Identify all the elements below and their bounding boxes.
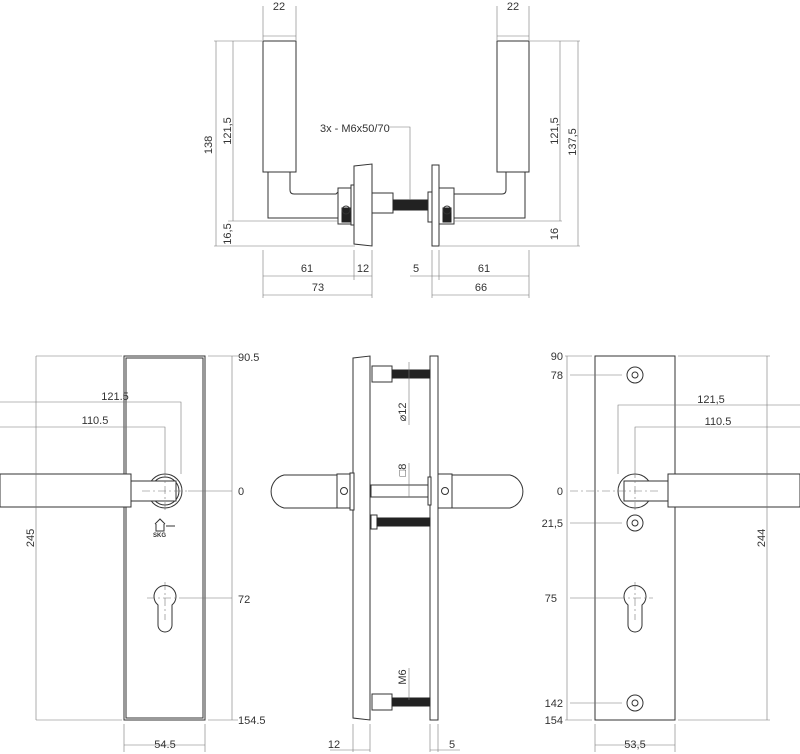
dim-right-reach: 61: [478, 263, 490, 275]
dim-right-offset: 16: [549, 228, 561, 240]
dim-right-height-total: 137,5: [567, 128, 579, 156]
side-handle-right: [427, 473, 524, 509]
skg-mark: SKG: [153, 518, 175, 539]
dim-left-offset: 16,5: [222, 223, 234, 244]
dim-left-total: 73: [312, 282, 324, 294]
dim-bottom-screw-right: 142: [545, 698, 563, 710]
dim-screw-thread: M6: [397, 669, 409, 684]
screw-hole-middle: [626, 514, 644, 532]
dim-bottom-right: 154: [545, 715, 563, 727]
dim-left-height-total: 138: [203, 136, 215, 154]
dim-inner-plate-thickness: 5: [449, 739, 455, 751]
dim-middle-screw-right: 21,5: [542, 518, 563, 530]
dim-left-diameter: 22: [273, 1, 285, 13]
top-view: 22 22 138 121,5 16,5 121,5 137,5 16 3x -…: [203, 1, 580, 298]
dim-top-left: 90.5: [238, 352, 259, 364]
dim-spindle-size: □8: [397, 464, 409, 477]
dim-plate-height-left: 245: [25, 529, 37, 547]
screw-thread: [392, 199, 432, 211]
dim-top-right: 90: [551, 351, 563, 363]
dim-right-height-grip: 121,5: [549, 117, 561, 145]
dim-right-diameter: 22: [507, 1, 519, 13]
skg-mark-label: SKG: [153, 533, 166, 539]
dim-left-rose-thickness: 12: [357, 263, 369, 275]
dim-right-total: 66: [475, 282, 487, 294]
lever-left: [0, 473, 132, 508]
dim-plate-width-left: 54.5: [154, 739, 175, 751]
dim-lever-outer-left: 121.5: [101, 391, 129, 403]
dim-axis-right: 0: [557, 486, 563, 498]
dim-left-height-grip: 121,5: [222, 117, 234, 145]
dim-cylinder-right: 75: [545, 593, 557, 605]
backplate-right: [594, 355, 676, 721]
screw-hole-bottom: [626, 694, 644, 712]
dim-cylinder-left: 72: [238, 594, 250, 606]
lever-right: [667, 473, 800, 508]
side-view: ⌀12 □8 M6 12 5: [270, 355, 524, 752]
right-lever-top: [427, 40, 530, 247]
inner-plate: [429, 355, 439, 721]
front-view-left: SKG 121.5 110.5 245 90.5 0 72 154.5 54.5: [0, 352, 266, 752]
outer-plate: [352, 355, 371, 721]
dim-lever-center-right: 110.5: [705, 416, 732, 428]
dim-left-reach: 61: [301, 263, 313, 275]
screw-note: 3x - M6x50/70: [320, 123, 390, 135]
dim-outer-plate-thickness: 12: [328, 739, 340, 751]
screw-hole-top: [626, 366, 644, 384]
dim-lever-center-left: 110.5: [82, 415, 109, 427]
dim-lever-outer-right: 121,5: [697, 394, 725, 406]
dim-plate-height-right: 244: [756, 529, 768, 547]
front-view-right: 90 78 0 21,5 75 142 154 121,5 110.5 244 …: [542, 351, 800, 752]
dim-bottom-left: 154.5: [238, 715, 266, 727]
dim-plate-width-right: 53,5: [624, 739, 645, 751]
dim-axis-left: 0: [238, 486, 244, 498]
dim-right-rose-thickness: 5: [413, 263, 419, 275]
dim-top-screw-right: 78: [551, 370, 563, 382]
left-lever-top: [262, 40, 394, 247]
side-handle-left: [270, 472, 355, 511]
dim-screw-hole-diameter: ⌀12: [397, 403, 409, 422]
backplate-left: [123, 355, 206, 721]
